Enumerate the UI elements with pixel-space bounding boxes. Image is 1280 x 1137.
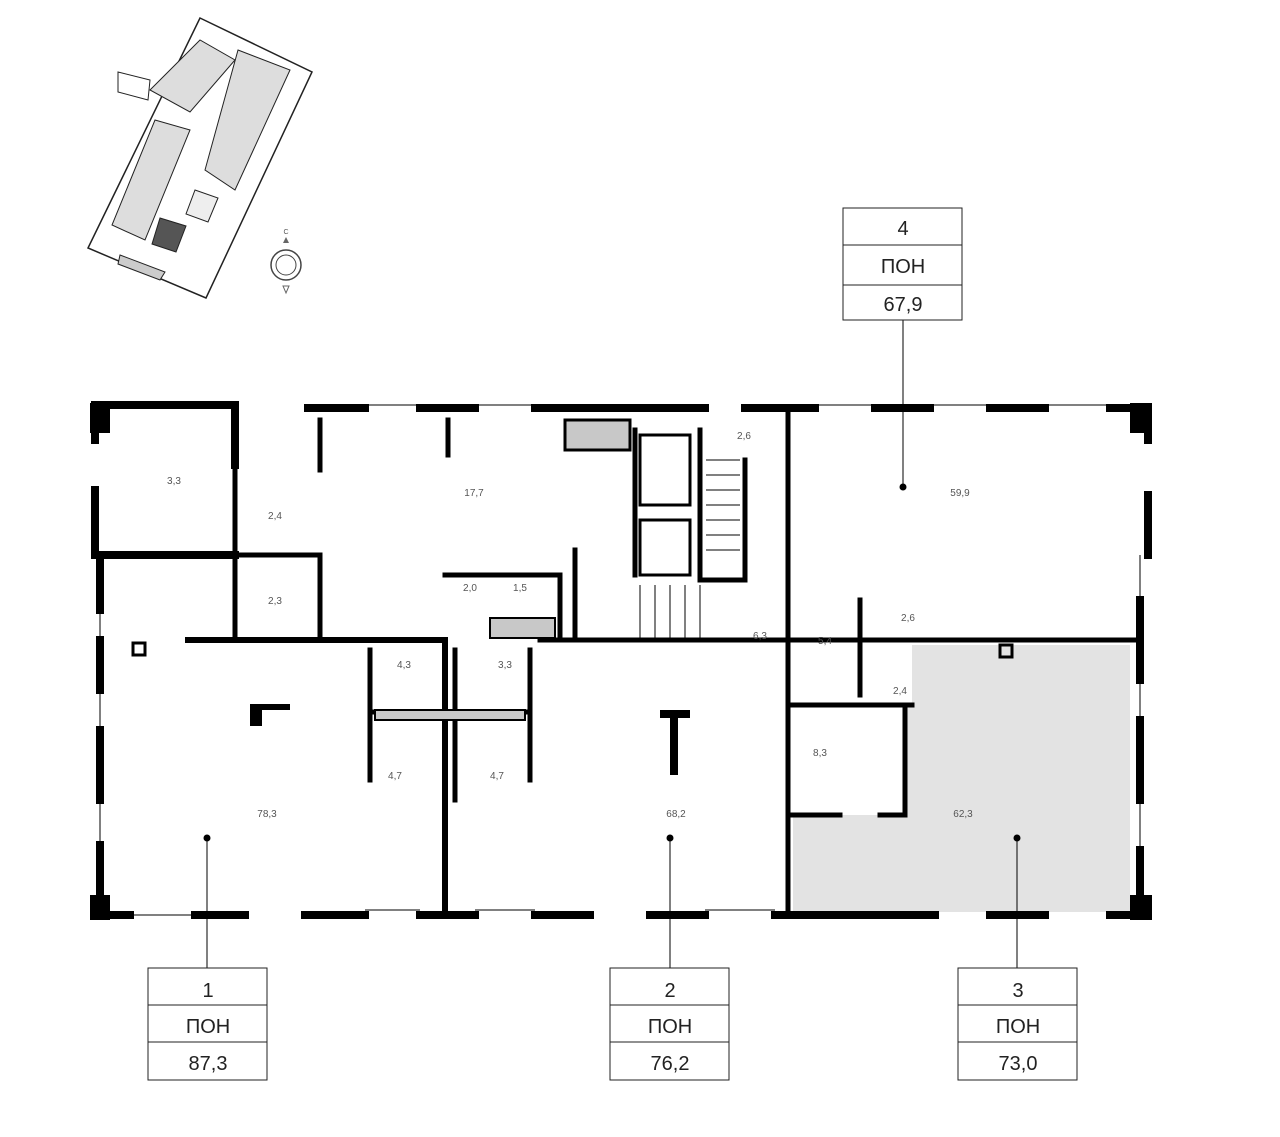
room-area-label: 2,6 — [901, 613, 915, 624]
room-area-label: 17,7 — [464, 488, 484, 499]
unit-number: 4 — [897, 218, 908, 240]
room-area-label: 6,3 — [753, 631, 767, 642]
room-area-label: 3,3 — [498, 660, 512, 671]
unit-type: ПОН — [648, 1016, 692, 1038]
compass-north-label: С — [283, 229, 288, 236]
room-area-label: 59,9 — [950, 488, 970, 499]
room-area-label: 1,5 — [513, 583, 527, 594]
room-area-label: 2,3 — [268, 596, 282, 607]
unit-area: 67,9 — [884, 294, 923, 316]
unit-type: ПОН — [186, 1016, 230, 1038]
unit-3-box[interactable]: 3 ПОН 73,0 — [957, 967, 1078, 1081]
unit-number: 2 — [664, 980, 675, 1002]
unit-leaders — [203, 320, 1021, 968]
unit-3-highlight[interactable] — [793, 645, 1130, 912]
room-area-label: 78,3 — [257, 809, 277, 820]
unit-area: 73,0 — [999, 1053, 1038, 1075]
unit-number: 1 — [202, 980, 213, 1002]
unit-area: 76,2 — [651, 1053, 690, 1075]
room-area-label: 68,2 — [666, 809, 686, 820]
compass: С — [270, 229, 302, 295]
room-area-label: 2,6 — [737, 431, 751, 442]
unit-1-box[interactable]: 1 ПОН 87,3 — [147, 967, 268, 1081]
interior-walls — [131, 405, 1138, 913]
room-area-label: 5,4 — [818, 636, 832, 647]
room-area-label: 3,3 — [167, 476, 181, 487]
north-arrow-icon — [283, 237, 289, 243]
room-area-label: 2,4 — [893, 686, 907, 697]
unit-area: 87,3 — [189, 1053, 228, 1075]
room-area-label: 4,7 — [388, 771, 402, 782]
room-area-label: 4,3 — [397, 660, 411, 671]
unit-2-box[interactable]: 2 ПОН 76,2 — [609, 967, 730, 1081]
room-area-label: 2,4 — [268, 511, 282, 522]
room-area-labels: 3,3 2,4 17,7 2,6 59,9 2,3 2,0 1,5 6,3 5,… — [167, 431, 973, 820]
unit-type: ПОН — [881, 256, 925, 278]
room-area-label: 2,0 — [463, 583, 477, 594]
room-area-label: 4,7 — [490, 771, 504, 782]
room-area-label: 62,3 — [953, 809, 973, 820]
unit-number: 3 — [1012, 980, 1023, 1002]
unit-type: ПОН — [996, 1016, 1040, 1038]
room-area-label: 8,3 — [813, 748, 827, 759]
unit-4-box[interactable]: 4 ПОН 67,9 — [842, 207, 963, 321]
site-plan-thumbnail — [86, 16, 313, 299]
